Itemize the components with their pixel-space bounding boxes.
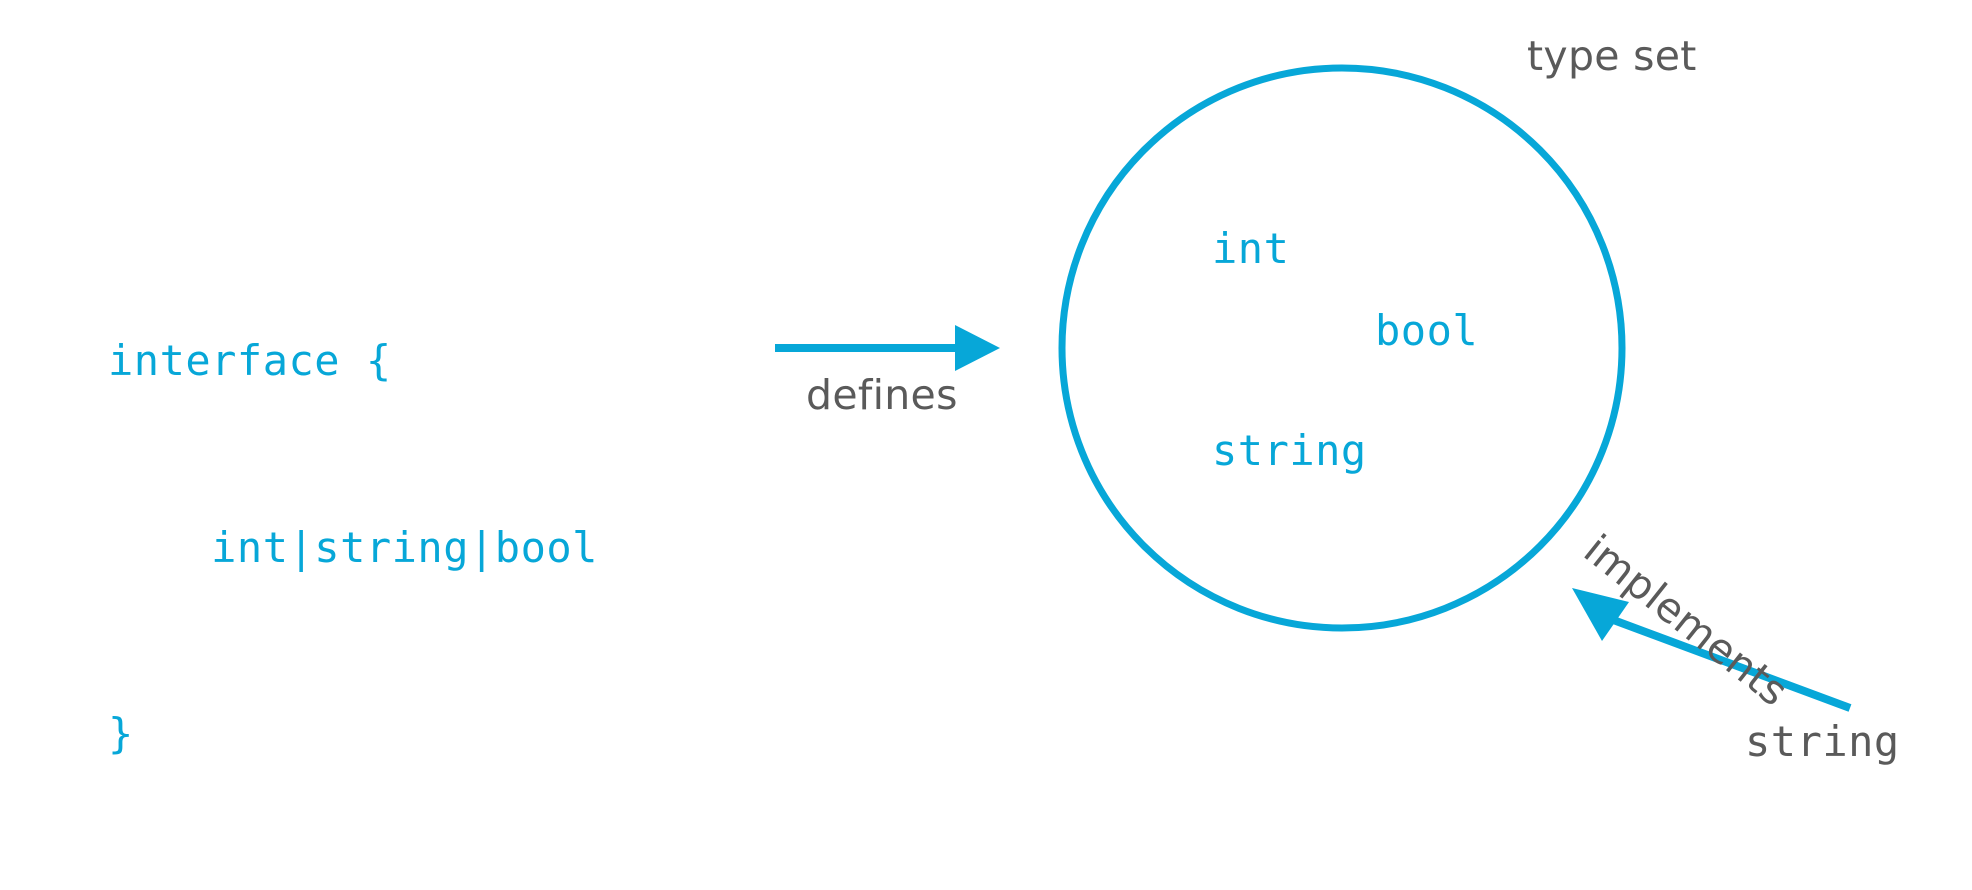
diagram-page: { "diagram": { "title": "Go interface ty…	[108, 32, 1900, 766]
type-set-label: type set	[1527, 32, 1697, 80]
code-line-3: }	[108, 709, 134, 759]
code-line-2: int|string|bool	[108, 522, 598, 572]
type-set-member-bool: bool	[1375, 306, 1479, 355]
type-set-member-string: string	[1212, 426, 1367, 475]
text-layer: interface { int|string|bool } int bool s…	[108, 32, 1900, 766]
type-set-circle	[1058, 64, 1626, 632]
code-line-1: interface {	[108, 336, 392, 386]
defines-arrow-label: defines	[806, 371, 958, 419]
implementing-type-label: string	[1745, 717, 1900, 766]
defines-arrow	[775, 325, 1000, 371]
interface-code-block: interface { int|string|bool }	[108, 206, 598, 890]
implements-arrow	[1572, 588, 1852, 712]
type-set-member-int: int	[1212, 224, 1290, 273]
diagram-canvas	[775, 64, 1852, 712]
